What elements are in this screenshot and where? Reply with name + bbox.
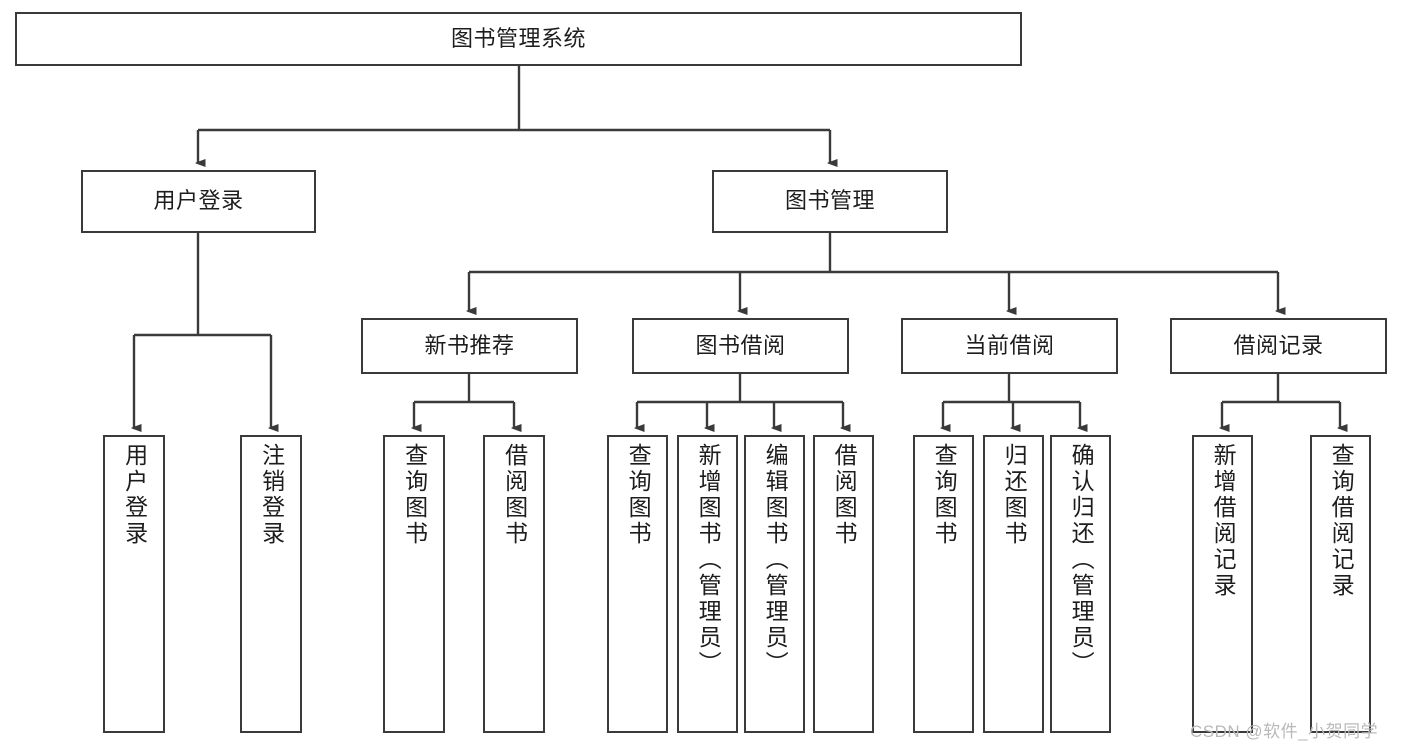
- leaf-user-login-logout[interactable]: 注销登录: [240, 435, 302, 733]
- node-borrow-record[interactable]: 借阅记录: [1170, 318, 1387, 374]
- leaf-user-login-login[interactable]: 用户登录: [103, 435, 165, 733]
- node-book-management[interactable]: 图书管理: [712, 170, 948, 233]
- leaf-new-book-query[interactable]: 查询图书: [383, 435, 445, 733]
- leaf-current-query-book-label: 查询图书: [931, 443, 958, 547]
- leaf-borrow-add-book-admin[interactable]: 新增图书（管理员）: [677, 435, 738, 733]
- leaf-current-confirm-return-admin[interactable]: 确认归还（管理员）: [1050, 435, 1111, 733]
- node-borrow-record-label: 借阅记录: [1233, 332, 1324, 358]
- node-book-borrow[interactable]: 图书借阅: [632, 318, 849, 374]
- node-root-system-label: 图书管理系统: [450, 25, 586, 51]
- leaf-user-login-logout-label: 注销登录: [258, 443, 285, 547]
- leaf-record-query-record-label: 查询借阅记录: [1328, 443, 1355, 599]
- csdn-watermark: CSDN @软件_小贺同学: [1190, 722, 1379, 741]
- leaf-record-add-record-label: 新增借阅记录: [1210, 443, 1237, 599]
- node-book-borrow-label: 图书借阅: [695, 332, 786, 358]
- node-current-borrow-label: 当前借阅: [964, 332, 1055, 358]
- leaf-record-add-record[interactable]: 新增借阅记录: [1192, 435, 1253, 733]
- leaf-current-return-book-label: 归还图书: [1001, 443, 1028, 547]
- leaf-new-book-borrow[interactable]: 借阅图书: [483, 435, 545, 733]
- leaf-borrow-add-book-admin-label: 新增图书（管理员）: [695, 443, 722, 677]
- leaf-record-query-record[interactable]: 查询借阅记录: [1310, 435, 1371, 733]
- node-current-borrow[interactable]: 当前借阅: [901, 318, 1118, 374]
- leaf-borrow-edit-book-admin[interactable]: 编辑图书（管理员）: [744, 435, 805, 733]
- leaf-borrow-borrow-book[interactable]: 借阅图书: [813, 435, 874, 733]
- leaf-borrow-query-book[interactable]: 查询图书: [607, 435, 668, 733]
- leaf-user-login-login-label: 用户登录: [121, 443, 148, 547]
- leaf-borrow-edit-book-admin-label: 编辑图书（管理员）: [762, 443, 789, 677]
- leaf-borrow-borrow-book-label: 借阅图书: [831, 443, 858, 547]
- node-user-login[interactable]: 用户登录: [81, 170, 316, 233]
- node-root-system[interactable]: 图书管理系统: [15, 12, 1022, 66]
- leaf-current-query-book[interactable]: 查询图书: [913, 435, 974, 733]
- leaf-current-return-book[interactable]: 归还图书: [983, 435, 1044, 733]
- leaf-current-confirm-return-admin-label: 确认归还（管理员）: [1068, 443, 1095, 677]
- node-new-book-recommend[interactable]: 新书推荐: [361, 318, 578, 374]
- leaf-borrow-query-book-label: 查询图书: [625, 443, 652, 547]
- leaf-new-book-query-label: 查询图书: [401, 443, 428, 547]
- node-new-book-recommend-label: 新书推荐: [424, 332, 515, 358]
- leaf-new-book-borrow-label: 借阅图书: [501, 443, 528, 547]
- node-user-login-label: 用户登录: [153, 188, 244, 214]
- node-book-management-label: 图书管理: [784, 188, 875, 214]
